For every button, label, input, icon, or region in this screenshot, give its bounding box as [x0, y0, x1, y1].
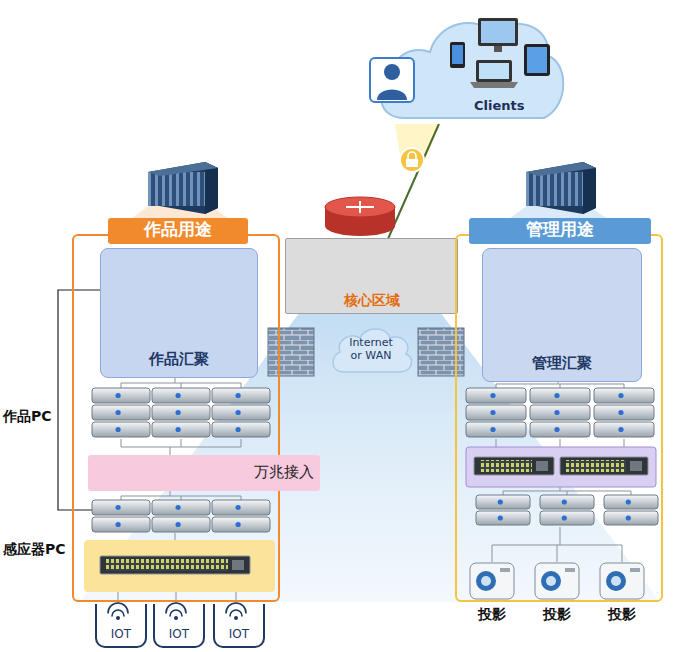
server-icon — [152, 500, 210, 515]
box-label: 核心区域 — [286, 292, 457, 310]
server-icon — [476, 511, 530, 525]
iot-box: IOT — [153, 604, 205, 648]
server-icon — [594, 405, 654, 420]
cloud-shape — [364, 2, 568, 124]
server-icon — [476, 495, 530, 509]
part-label: 投影 — [478, 606, 506, 624]
rack-icon — [526, 162, 596, 214]
server-icon — [92, 517, 150, 532]
region-box: 作品用途作品汇聚万兆接入 — [72, 234, 280, 602]
server-icon — [604, 495, 658, 509]
device-group — [92, 245, 658, 574]
box-label: 管理汇聚 — [483, 354, 641, 373]
band-label: 万兆接入 — [254, 463, 314, 482]
cloud-label: Clients — [474, 98, 524, 113]
server-icon — [530, 422, 590, 437]
server-icon — [466, 422, 526, 437]
part-label: 投影 — [608, 606, 636, 624]
server-icon — [466, 388, 526, 403]
region-title: 管理用途 — [469, 218, 651, 244]
iot-label: IOT — [97, 627, 145, 641]
router-icon — [325, 197, 395, 236]
iot-box: IOT — [213, 604, 265, 648]
server-icon — [152, 405, 210, 420]
server-icon — [92, 388, 150, 403]
wifi-symbol — [108, 603, 246, 619]
switch-band — [84, 540, 275, 592]
access-band: 万兆接入 — [88, 455, 320, 491]
server-icon — [152, 517, 210, 532]
server-icon — [212, 517, 270, 532]
server-icon — [212, 500, 270, 515]
switch-band — [466, 447, 656, 487]
iot-box: IOT — [95, 604, 147, 648]
light-beam — [80, 312, 660, 602]
switch-icon — [100, 556, 250, 574]
firewall-icon — [268, 328, 314, 376]
server-icon — [152, 422, 210, 437]
connector-line — [388, 124, 439, 238]
server-icon — [212, 405, 270, 420]
server-icon — [92, 422, 150, 437]
firewall-icon — [418, 328, 464, 376]
server-icon — [212, 388, 270, 403]
projector-icon — [470, 563, 644, 599]
part-label: 感应器PC — [3, 541, 66, 559]
cloud-label: Internet or WAN — [345, 337, 397, 362]
iot-label: IOT — [215, 627, 263, 641]
server-icon — [594, 388, 654, 403]
core-box: 核心区域 — [285, 238, 458, 314]
rack-icon — [148, 162, 218, 214]
server-icon — [212, 422, 270, 437]
cloud-node: Internet or WAN — [328, 322, 414, 376]
server-icon — [594, 422, 654, 437]
switch-icon — [560, 457, 648, 475]
region-box: 管理用途管理汇聚 — [455, 234, 663, 602]
server-icon — [92, 405, 150, 420]
server-icon — [92, 500, 150, 515]
region-title: 作品用途 — [108, 218, 248, 244]
lock-icon — [400, 148, 424, 172]
iot-label: IOT — [155, 627, 203, 641]
cloud-node: Clients — [364, 2, 568, 124]
server-icon — [604, 511, 658, 525]
aggregation-box: 管理汇聚 — [482, 248, 642, 382]
part-label: 投影 — [543, 606, 571, 624]
server-icon — [530, 405, 590, 420]
aggregation-box: 作品汇聚 — [100, 248, 258, 378]
server-icon — [466, 405, 526, 420]
server-icon — [530, 388, 590, 403]
server-icon — [540, 495, 594, 509]
part-label: 作品PC — [3, 408, 52, 426]
server-icon — [152, 388, 210, 403]
server-icon — [540, 511, 594, 525]
switch-icon — [474, 457, 554, 475]
box-label: 作品汇聚 — [101, 350, 257, 369]
